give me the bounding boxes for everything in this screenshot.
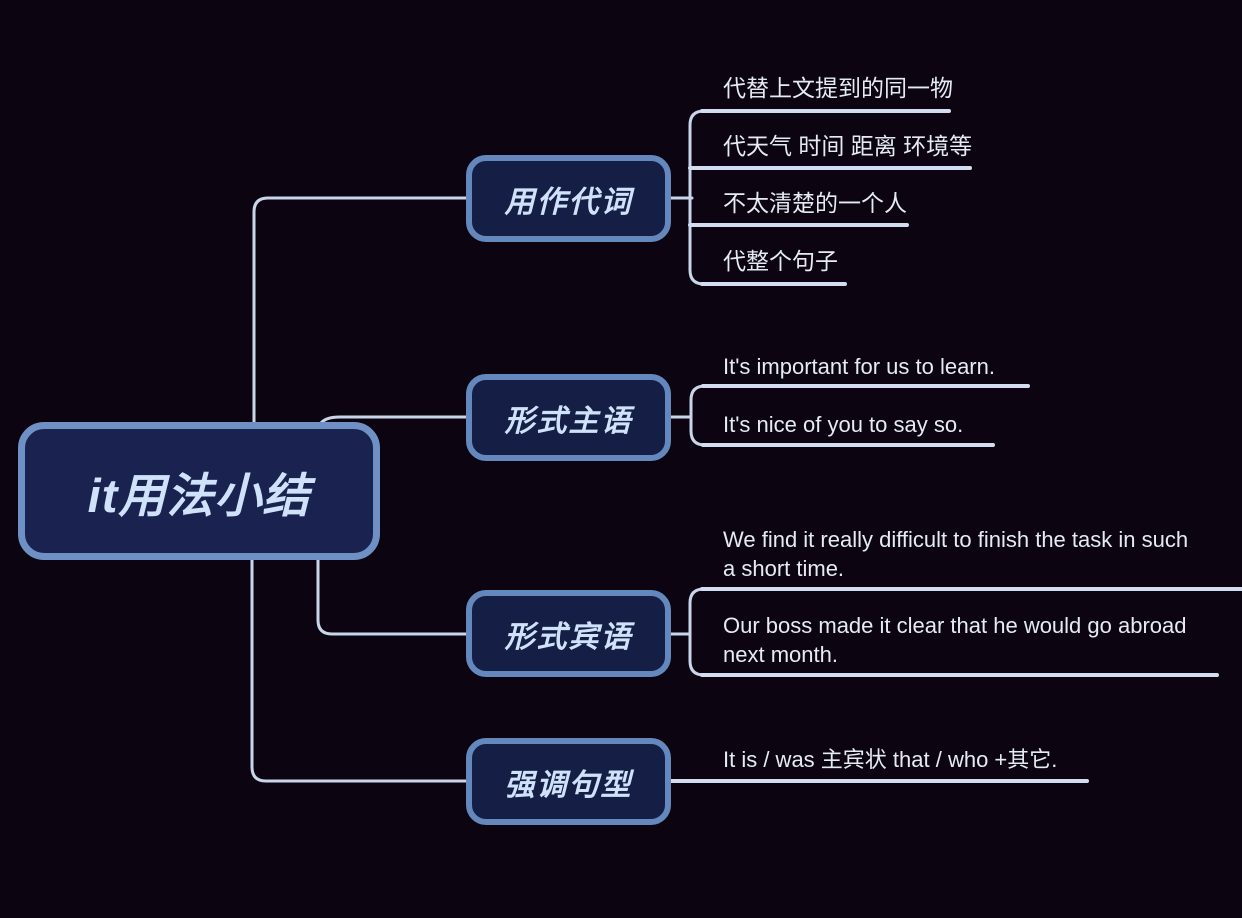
branch-node-label: 用作代词 [504,185,633,219]
connector-root-to-branch-4 [250,557,470,783]
connector-root-to-branch-2 [319,415,470,425]
branch-node-formal-object[interactable]: 形式宾语 [466,590,671,677]
leaf-item[interactable]: It's nice of you to say so. [723,412,964,437]
leaf-item[interactable]: 不太清楚的一个人 [723,190,907,216]
branch-node-emphatic-pattern[interactable]: 强调句型 [466,738,671,825]
leaf-item[interactable]: 代替上文提到的同一物 [723,75,953,101]
leaf-item[interactable]: Our boss made it clear that he would go … [723,613,1187,667]
leaf-item[interactable]: It's important for us to learn. [723,354,995,379]
connector-root-to-branch-3 [316,557,470,636]
leaf-item[interactable]: It is / was 主宾状 that / who +其它. [723,747,1058,772]
branch-node-formal-subject[interactable]: 形式主语 [466,374,671,461]
leaf-item[interactable]: 代天气 时间 距离 环境等 [723,133,973,159]
connector-branch-2-trunk [689,384,707,447]
leaf-item[interactable]: We find it really difficult to finish th… [723,527,1189,581]
connector-branch-3-trunk [688,587,706,677]
branch-node-label: 强调句型 [504,768,633,802]
branch-node-pronoun-usage[interactable]: 用作代词 [466,155,671,242]
connector-root-to-branch-1 [252,196,470,425]
leaf-item[interactable]: 代整个句子 [723,248,838,274]
branch-node-label: 形式主语 [504,404,633,438]
root-node-label: it用法小结 [87,468,311,522]
root-node[interactable]: it用法小结 [18,422,380,560]
connector-branch-1-trunk [688,109,706,286]
branch-node-label: 形式宾语 [504,620,633,654]
